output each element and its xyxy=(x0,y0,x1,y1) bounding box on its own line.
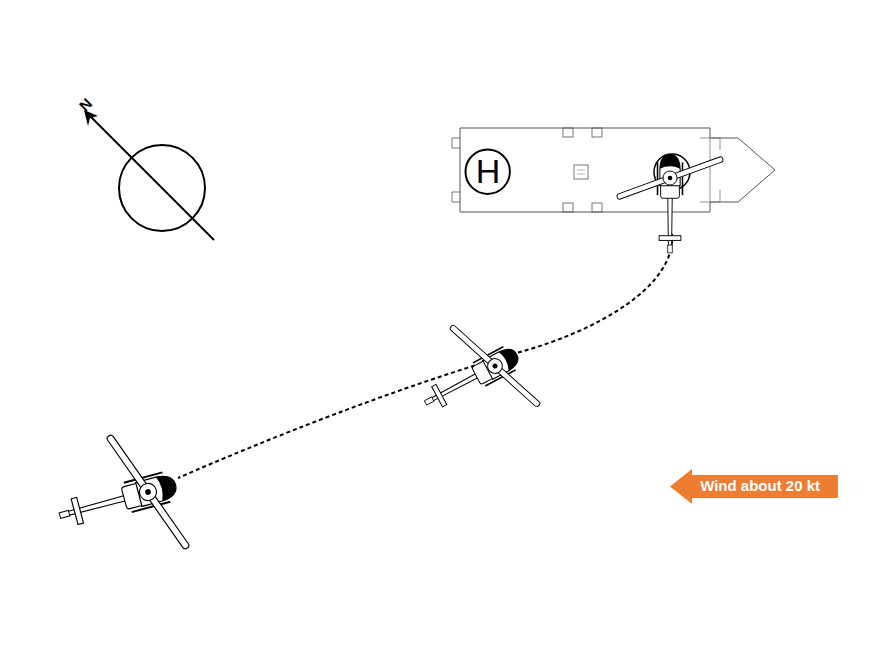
arrow-shape xyxy=(670,469,838,504)
node-text: Wind about 20 kt xyxy=(700,478,820,495)
north-label: N xyxy=(76,95,96,115)
helideck-circle xyxy=(466,150,510,194)
node-text: H xyxy=(476,153,501,190)
helideck-marking: H xyxy=(464,148,511,195)
wind-arrow: Wind about 20 kt xyxy=(670,469,838,504)
